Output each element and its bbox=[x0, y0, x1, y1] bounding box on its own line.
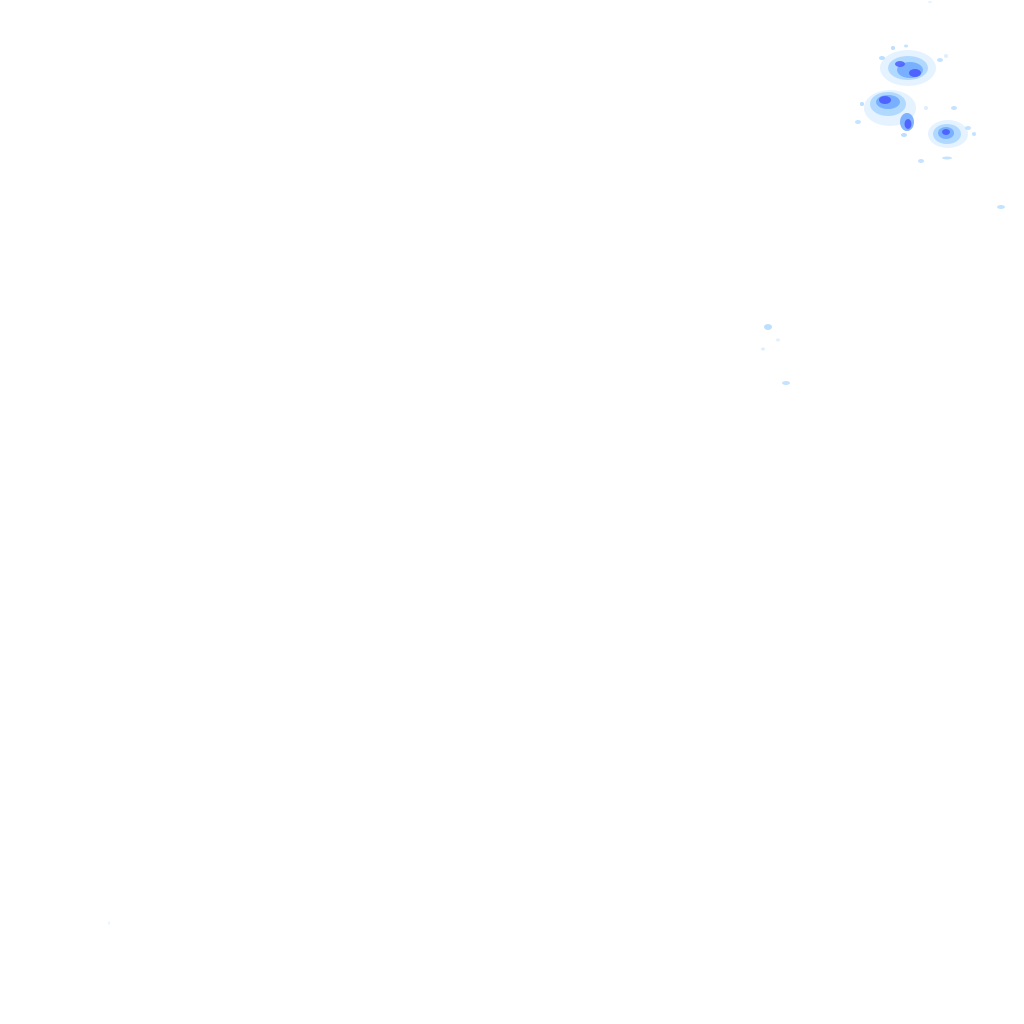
precip-speck bbox=[108, 921, 110, 925]
precip-speck bbox=[997, 205, 1005, 209]
precip-speck bbox=[891, 46, 895, 50]
precip-cell-heavy bbox=[904, 119, 912, 129]
precip-speck bbox=[937, 58, 943, 62]
precip-cell-heavy bbox=[879, 96, 891, 104]
precip-speck bbox=[944, 54, 948, 58]
precip-cell-cluster-c bbox=[918, 106, 976, 163]
precip-cell-heavy bbox=[942, 129, 950, 135]
precip-speck bbox=[904, 44, 908, 48]
precip-isolated-echoes bbox=[108, 1, 1005, 925]
precip-speck bbox=[855, 120, 861, 124]
precip-speck bbox=[928, 1, 932, 3]
precip-speck bbox=[942, 156, 952, 160]
precip-speck bbox=[860, 102, 864, 106]
precip-speck bbox=[924, 106, 928, 110]
precip-speck bbox=[951, 106, 957, 110]
precip-speck bbox=[918, 159, 924, 163]
precip-cell-heavy bbox=[909, 69, 921, 77]
precip-cell-cluster-a bbox=[879, 44, 948, 86]
precip-speck bbox=[901, 133, 907, 137]
precip-speck bbox=[764, 324, 772, 330]
precip-cell-cluster-b bbox=[855, 90, 928, 137]
precip-speck bbox=[761, 347, 765, 351]
precip-cell-heavy bbox=[895, 61, 905, 67]
precip-speck bbox=[776, 338, 780, 342]
precip-speck bbox=[972, 132, 976, 136]
precip-speck bbox=[965, 126, 971, 130]
precip-speck bbox=[879, 56, 885, 60]
precip-speck bbox=[782, 381, 790, 385]
